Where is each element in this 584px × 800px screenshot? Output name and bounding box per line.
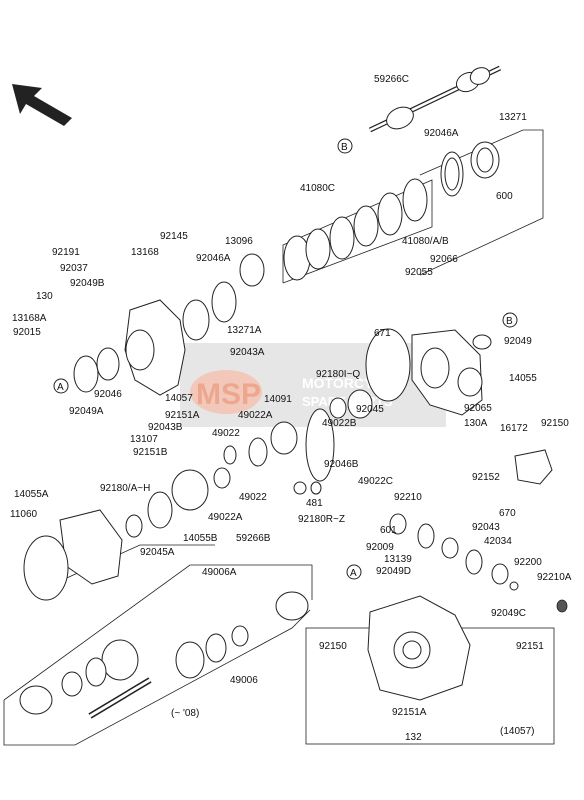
part-label: 14057 [165, 393, 193, 404]
svg-text:A: A [350, 568, 357, 579]
part-label: 92151 [516, 641, 544, 652]
callout-b-right: B [502, 312, 518, 328]
drive-shaft-top [368, 65, 502, 133]
rear-final-gear-case [367, 595, 471, 701]
part-label: 92180/A~H [100, 483, 150, 494]
part-label: 14055B [183, 533, 218, 544]
part-labels: 59266C 13271 92046A 600 41080C 41080/A/B… [10, 74, 572, 743]
differential-case-parts [23, 467, 231, 601]
part-label: 92065 [464, 403, 492, 414]
part-label: 13271A [227, 325, 262, 336]
part-label: 92046A [196, 253, 231, 264]
clutch-plate-stack [283, 178, 428, 281]
callout-a-left: A [53, 378, 69, 394]
part-label: 59266B [236, 533, 271, 544]
part-label: 92046A [424, 128, 459, 139]
part-label: 601 [380, 525, 397, 536]
part-label: 92046B [324, 459, 359, 470]
part-label: 92180I~Q [316, 369, 360, 380]
part-label: 49022C [358, 476, 393, 487]
part-label: 92145 [160, 231, 188, 242]
part-label: 92151B [133, 447, 168, 458]
part-label: 13271 [499, 112, 527, 123]
part-label: 41080/A/B [402, 236, 449, 247]
pinion-parts [389, 449, 568, 613]
part-label: 13096 [225, 236, 253, 247]
part-label: 14091 [264, 394, 292, 405]
part-label: 671 [374, 328, 391, 339]
part-label: 481 [306, 498, 323, 509]
part-label: 92200 [514, 557, 542, 568]
svg-text:B: B [341, 142, 348, 153]
part-label: 16172 [500, 423, 528, 434]
part-label: 11060 [10, 509, 38, 520]
rear-differential-housing [365, 328, 492, 416]
group-bracket-lines [3, 129, 555, 746]
part-label: 92037 [60, 263, 88, 274]
part-label: 13107 [130, 434, 158, 445]
part-label: 92150 [541, 418, 569, 429]
part-label: 41080C [300, 183, 335, 194]
part-label: 92150 [319, 641, 347, 652]
ring-gear-assembly [223, 389, 373, 495]
part-label: 49022 [212, 428, 240, 439]
part-label: 130 [36, 291, 53, 302]
part-label: 92066 [430, 254, 458, 265]
seal-parts-top [440, 141, 500, 197]
part-label: 59266C [374, 74, 409, 85]
part-label: 13139 [384, 554, 412, 565]
part-label: (14057) [500, 726, 534, 737]
part-label: 92045 [356, 404, 384, 415]
part-label: 92009 [366, 542, 394, 553]
part-label: 92043A [230, 347, 265, 358]
part-label: 92210 [394, 492, 422, 503]
part-label: 49022A [238, 410, 273, 421]
part-label: 92043 [472, 522, 500, 533]
svg-text:A: A [57, 382, 64, 393]
part-label: 49006A [202, 567, 237, 578]
part-label: 14055 [509, 373, 537, 384]
part-label: 92210A [537, 572, 572, 583]
part-label: 92049A [69, 406, 104, 417]
part-label: 92152 [472, 472, 500, 483]
part-label: 92045A [140, 547, 175, 558]
part-label: 92049D [376, 566, 411, 577]
callout-b-top: B [337, 138, 353, 154]
part-label: 92049C [491, 608, 526, 619]
part-label: 92015 [13, 327, 41, 338]
part-label: 92191 [52, 247, 80, 258]
part-label: 92043B [148, 422, 183, 433]
watermark-brand: MSP [196, 378, 261, 411]
part-label: 600 [496, 191, 513, 202]
part-label: 92055 [405, 267, 433, 278]
part-label: 92151A [392, 707, 427, 718]
part-label: 130A [464, 418, 488, 429]
part-label: 92049B [70, 278, 105, 289]
part-label: 13168 [131, 247, 159, 258]
part-label: 670 [499, 508, 516, 519]
part-label: 92151A [165, 410, 200, 421]
part-label: 49022A [208, 512, 243, 523]
part-label: 92180R~Z [298, 514, 345, 525]
part-label: 42034 [484, 536, 512, 547]
direction-arrow-icon [12, 84, 72, 126]
part-label: 92046 [94, 389, 122, 400]
callout-a-bottom: A [346, 564, 362, 580]
part-label: 49022 [239, 492, 267, 503]
part-label: 14055A [14, 489, 49, 500]
part-label: 13168A [12, 313, 47, 324]
part-label: 49022B [322, 418, 357, 429]
part-label: 132 [405, 732, 422, 743]
part-label: (~ '08) [171, 708, 199, 719]
part-label: 49006 [230, 675, 258, 686]
svg-text:B: B [506, 316, 513, 327]
drive-shaft-bottom [19, 591, 309, 719]
part-label: 92049 [504, 336, 532, 347]
front-gear-case [73, 253, 265, 396]
